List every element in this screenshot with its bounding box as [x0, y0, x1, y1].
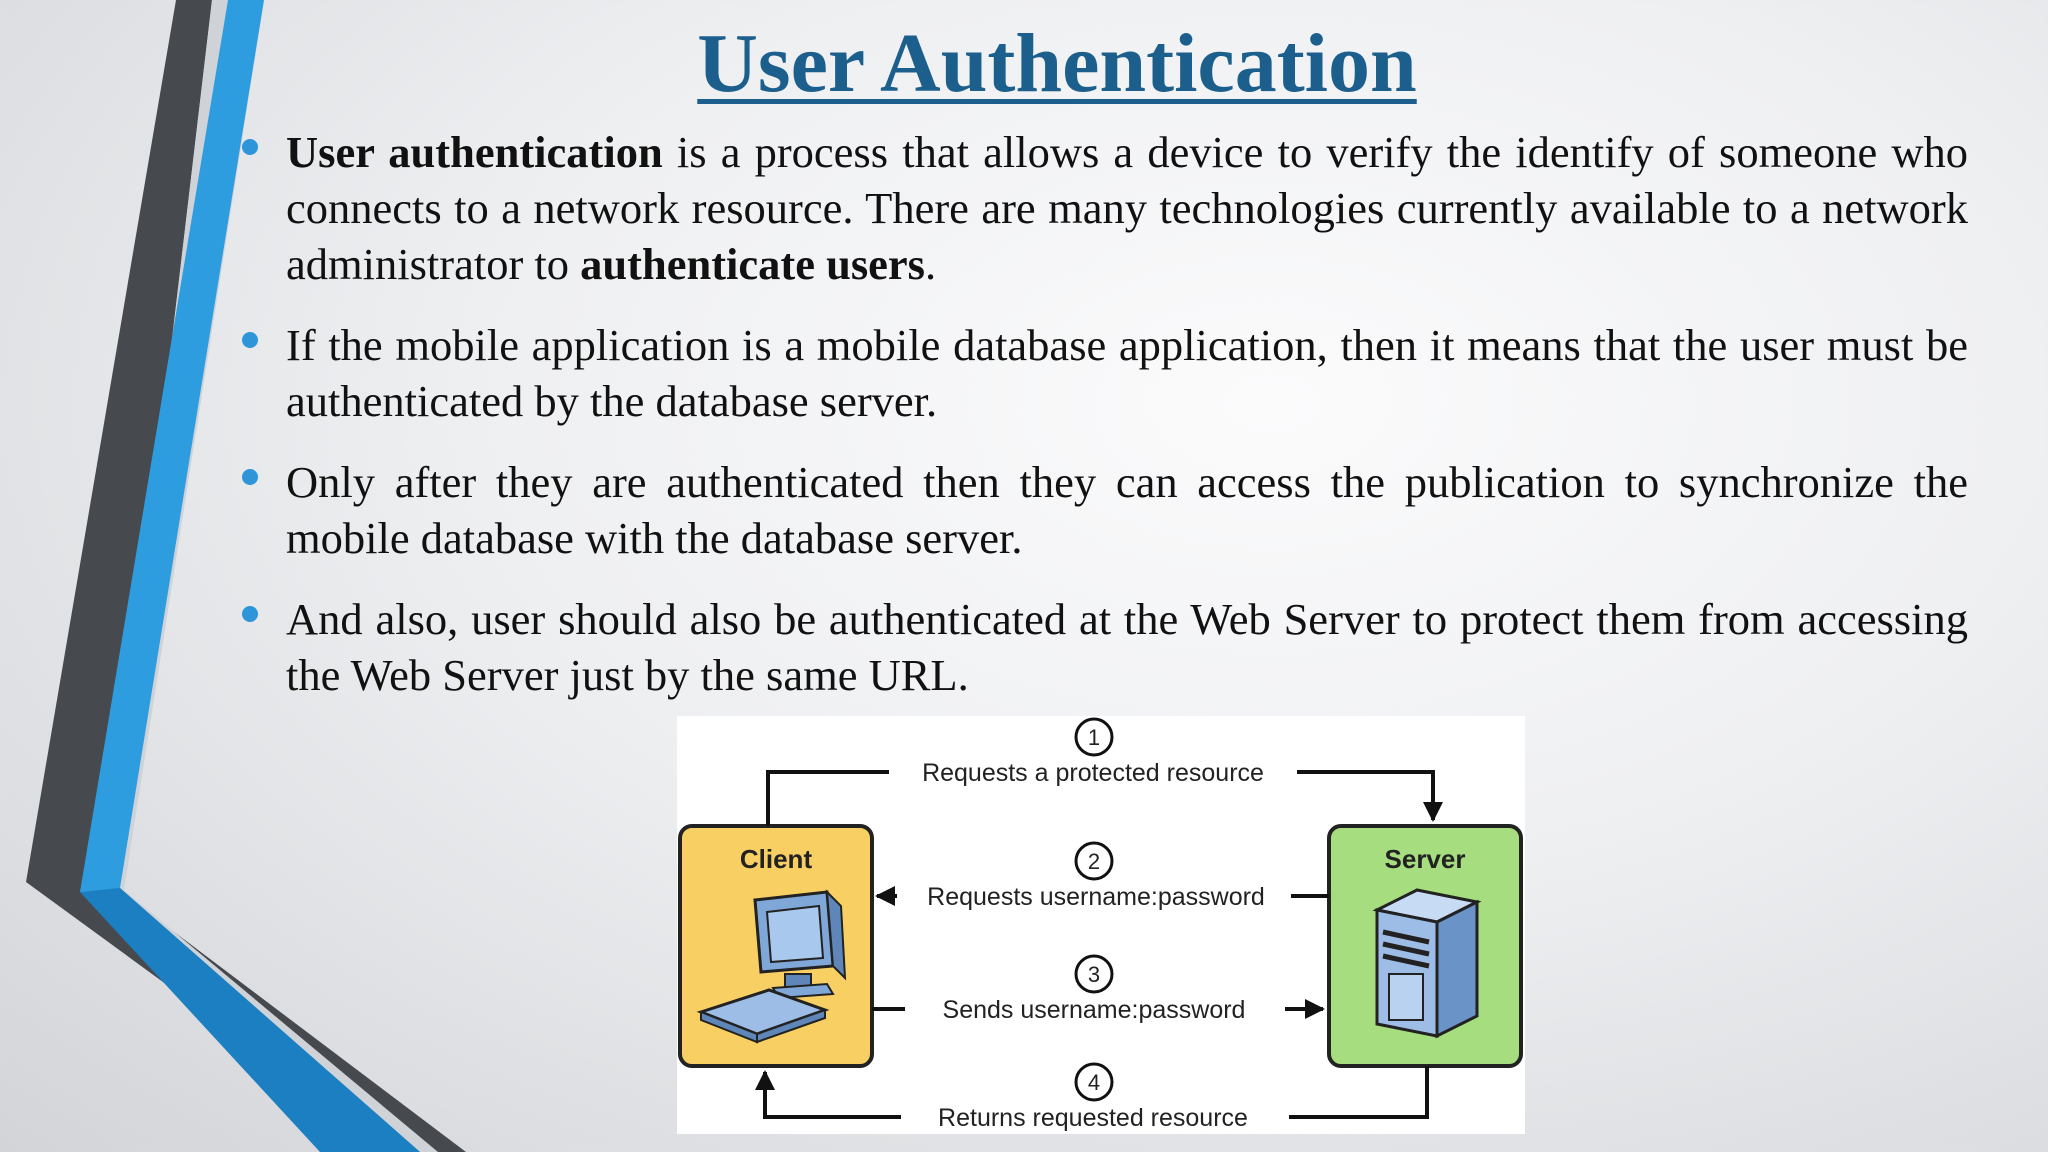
bullet-item: Only after they are authenticated then t… — [242, 454, 1968, 566]
step-4: 4 Returns requested resource — [755, 1062, 1429, 1132]
bullet-text-part: . — [924, 239, 937, 289]
bold-term: authenticate users — [580, 239, 925, 289]
bullet-item: User authentication is a process that al… — [242, 124, 1968, 292]
server-tower-icon — [1372, 888, 1482, 1039]
bullet-dot — [242, 606, 258, 622]
bullet-text: If the mobile application is a mobile da… — [286, 320, 1968, 426]
step-number-circle — [1074, 841, 1114, 881]
server-label: Server — [1385, 844, 1466, 874]
bullet-text: Only after they are authenticated then t… — [286, 457, 1968, 563]
bullet-text-part: is a process that allows a device to ver… — [286, 127, 1968, 289]
step-number: 2 — [1088, 849, 1100, 874]
bullet-text: User authentication is a process that al… — [286, 124, 1968, 292]
step-2: 2 Requests username:password — [875, 841, 1329, 911]
bullet-text: And also, user should also be authentica… — [286, 594, 1968, 700]
step-label: Requests a protected resource — [922, 759, 1264, 787]
step-label: Returns requested resource — [938, 1104, 1248, 1132]
bullet-item: If the mobile application is a mobile da… — [242, 317, 1968, 429]
bold-term: User authentication — [286, 127, 663, 177]
slide-title: User Authentication — [697, 17, 1417, 110]
step-1: 1 Requests a protected resource — [766, 717, 1443, 826]
bullet-dot — [242, 469, 258, 485]
step-number-circle — [1074, 717, 1114, 757]
step-number-circle — [1074, 1062, 1114, 1102]
bullet-dot — [242, 332, 258, 348]
bullet-list: User authentication is a process that al… — [242, 124, 1968, 728]
bullet-dot — [242, 139, 258, 155]
step-number: 4 — [1088, 1070, 1100, 1095]
bullet-item: And also, user should also be authentica… — [242, 591, 1968, 703]
client-label: Client — [740, 844, 813, 874]
step-label: Requests username:password — [927, 883, 1265, 911]
step-number: 3 — [1088, 962, 1100, 987]
step-3: 3 Sends username:password — [872, 954, 1325, 1024]
step-number: 1 — [1088, 725, 1100, 750]
step-label: Sends username:password — [943, 996, 1246, 1024]
authentication-flow-diagram: Client Server 1 — [677, 716, 1525, 1134]
desktop-computer-icon — [696, 889, 847, 1044]
step-number-circle — [1074, 954, 1114, 994]
